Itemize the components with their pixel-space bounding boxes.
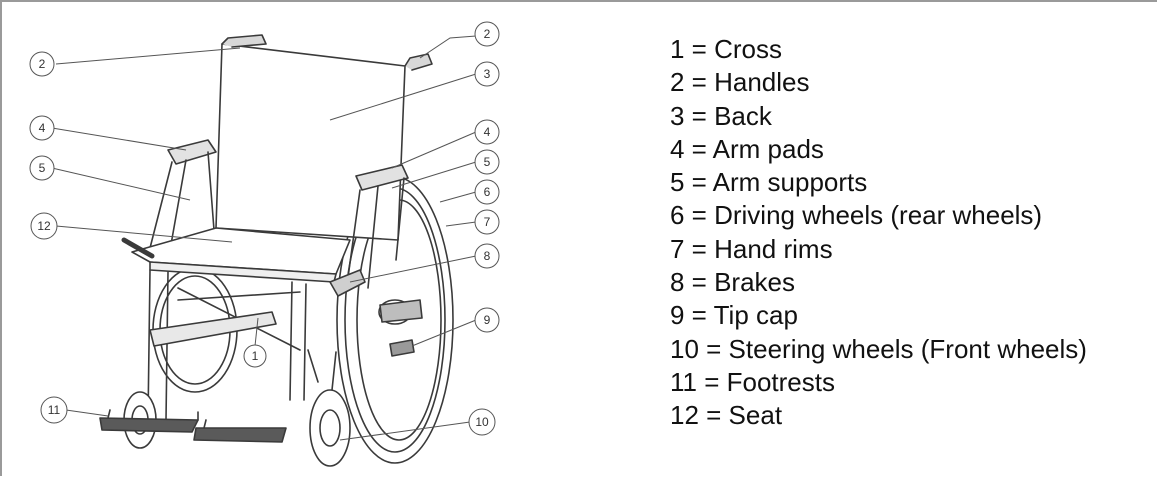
svg-text:9: 9 [484, 313, 491, 327]
footrest-right [193, 427, 287, 443]
legend-item-tip-cap: 9 = Tip cap [670, 300, 798, 331]
svg-text:11: 11 [48, 403, 61, 417]
svg-text:3: 3 [484, 67, 491, 81]
leader-lines [51, 35, 477, 441]
callout-2-left: 2 [29, 51, 55, 77]
callout-12: 12 [30, 212, 58, 240]
svg-text:6: 6 [484, 185, 491, 199]
svg-text:2: 2 [39, 57, 46, 71]
tip-cap [389, 339, 415, 357]
svg-text:12: 12 [37, 219, 51, 233]
footrest-left [99, 417, 199, 433]
parts-legend: 1 = Cross 2 = Handles 3 = Back 4 = Arm p… [670, 33, 1087, 433]
svg-text:4: 4 [39, 121, 46, 135]
wheelchair-illustration: 2 2 3 4 4 5 5 6 7 12 8 9 1 11 10 [29, 21, 500, 467]
svg-text:5: 5 [484, 155, 491, 169]
arm-support-left [149, 151, 215, 251]
svg-text:5: 5 [39, 161, 46, 175]
seat [131, 227, 351, 275]
legend-item-back: 3 = Back [670, 100, 772, 131]
legend-item-arm-pads: 4 = Arm pads [670, 133, 824, 164]
brake [329, 269, 366, 297]
svg-text:8: 8 [484, 249, 491, 263]
callout-11: 11 [40, 396, 68, 424]
backrest [215, 43, 406, 241]
svg-text:7: 7 [484, 215, 491, 229]
callout-markers: 2 2 3 4 4 5 5 6 7 12 8 9 1 11 10 [29, 21, 500, 436]
callout-8: 8 [474, 243, 500, 269]
legend-item-cross: 1 = Cross [670, 34, 782, 64]
handle-left [221, 34, 267, 48]
callout-5-left: 5 [29, 155, 55, 181]
svg-text:2: 2 [484, 27, 491, 41]
svg-text:10: 10 [475, 415, 489, 429]
callout-2-right: 2 [474, 21, 500, 47]
legend-item-handles: 2 = Handles [670, 67, 810, 98]
callout-5-right: 5 [474, 149, 500, 175]
legend-item-seat: 12 = Seat [670, 400, 783, 431]
callout-4-right: 4 [474, 119, 500, 145]
svg-text:4: 4 [484, 125, 491, 139]
legend-item-hand-rims: 7 = Hand rims [670, 233, 833, 264]
callout-9: 9 [474, 307, 500, 333]
legend-item-driving-wheels: 6 = Driving wheels (rear wheels) [670, 200, 1043, 231]
arm-pad-left [167, 139, 217, 165]
arm-pad-right [355, 164, 409, 191]
callout-3: 3 [474, 61, 500, 87]
callout-1: 1 [243, 344, 267, 368]
callout-7: 7 [474, 209, 500, 235]
callout-10: 10 [468, 408, 496, 436]
handle-right [404, 53, 433, 71]
svg-text:1: 1 [252, 349, 259, 363]
callout-4-left: 4 [29, 115, 55, 141]
legend-item-arm-supports: 5 = Arm supports [670, 167, 868, 198]
legend-item-steering-wheels: 10 = Steering wheels (Front wheels) [670, 333, 1087, 364]
front-wheel-right [307, 349, 351, 467]
cross-brace [121, 237, 307, 421]
callout-6: 6 [474, 179, 500, 205]
legend-item-footrests: 11 = Footrests [670, 366, 835, 397]
legend-item-brakes: 8 = Brakes [670, 267, 796, 298]
